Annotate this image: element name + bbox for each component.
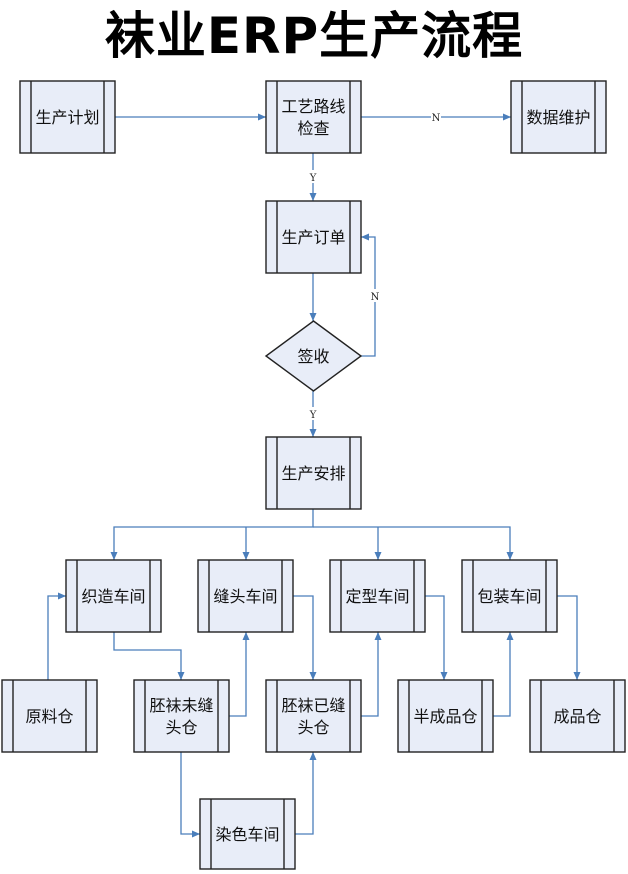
arrowhead-icon bbox=[309, 752, 317, 760]
arrowhead-icon bbox=[506, 552, 514, 560]
node-sew: 缝头车间 bbox=[197, 559, 294, 633]
node-label-raw: 原料仓 bbox=[25, 707, 73, 726]
node-finished: 成品仓 bbox=[529, 679, 626, 753]
edge-pack-finished bbox=[557, 595, 581, 680]
node-order: 生产订单 bbox=[265, 200, 362, 274]
node-label-unsewn: 头仓 bbox=[165, 718, 197, 737]
node-label-sew: 缝头车间 bbox=[213, 587, 277, 606]
node-sign: 签收 bbox=[264, 320, 363, 392]
node-label-sewn: 头仓 bbox=[297, 718, 329, 737]
arrowhead-icon bbox=[242, 632, 250, 640]
edge-route-maint: N bbox=[361, 110, 511, 124]
edge-label-sign-to-arrange: Y bbox=[309, 410, 317, 421]
node-label-pack: 包装车间 bbox=[477, 587, 541, 606]
diagram-title: 袜业ERP生产流程 bbox=[104, 7, 524, 65]
arrowhead-icon bbox=[258, 113, 266, 121]
arrowhead-icon bbox=[242, 552, 250, 560]
node-shape: 定型车间 bbox=[329, 559, 426, 633]
node-label-unsewn: 胚袜未缝 bbox=[149, 696, 213, 715]
edge-weave-unsewn bbox=[113, 632, 185, 680]
edge-label-sign-to-order: N bbox=[371, 292, 380, 303]
arrowhead-icon bbox=[503, 113, 511, 121]
edge-unsewn-sew bbox=[229, 632, 250, 717]
edges-layer: N Y N Y bbox=[47, 110, 581, 838]
arrowhead-icon bbox=[374, 552, 382, 560]
edge-route-order: Y bbox=[308, 153, 318, 201]
edge-sew-sewn bbox=[293, 595, 317, 680]
arrowhead-icon bbox=[309, 193, 317, 201]
node-label-finished: 成品仓 bbox=[553, 707, 601, 726]
node-weave: 织造车间 bbox=[65, 559, 162, 633]
edge-label-route-to-maint: N bbox=[432, 113, 441, 124]
edge-unsewn-dye bbox=[180, 752, 200, 838]
node-label-maint: 数据维护 bbox=[526, 108, 590, 127]
edge-sign-order: N bbox=[361, 233, 380, 357]
node-label-plan: 生产计划 bbox=[35, 108, 99, 127]
arrowhead-icon bbox=[309, 429, 317, 437]
arrowhead-icon bbox=[374, 632, 382, 640]
arrowhead-icon bbox=[110, 552, 118, 560]
node-label-shape: 定型车间 bbox=[345, 587, 409, 606]
edge-arr-sew bbox=[242, 527, 250, 560]
edge-arr-weave bbox=[110, 509, 314, 560]
node-semi: 半成品仓 bbox=[397, 679, 494, 753]
node-arrange: 生产安排 bbox=[265, 436, 362, 510]
node-label-dye: 染色车间 bbox=[215, 825, 279, 844]
arrowhead-icon bbox=[309, 672, 317, 680]
edge-label-route-to-order: Y bbox=[309, 173, 317, 184]
arrowhead-icon bbox=[506, 632, 514, 640]
arrowhead-icon bbox=[361, 233, 369, 241]
edge-order-sign bbox=[309, 273, 317, 321]
node-label-sewn: 胚袜已缝 bbox=[281, 696, 345, 715]
edge-plan-route bbox=[115, 113, 266, 121]
edge-semi-pack bbox=[493, 632, 514, 717]
arrowhead-icon bbox=[58, 592, 66, 600]
arrowhead-icon bbox=[440, 672, 448, 680]
edge-sewn-shape bbox=[361, 632, 382, 717]
edge-arr-pack bbox=[313, 526, 514, 560]
node-maint: 数据维护 bbox=[510, 80, 607, 154]
node-plan: 生产计划 bbox=[19, 80, 116, 154]
edge-sign-arrange: Y bbox=[308, 391, 318, 437]
edge-shape-semi bbox=[425, 595, 448, 680]
node-label-semi: 半成品仓 bbox=[413, 707, 477, 726]
arrowhead-icon bbox=[192, 830, 200, 838]
node-dye: 染色车间 bbox=[199, 798, 296, 870]
node-label-route: 检查 bbox=[297, 119, 329, 138]
arrowhead-icon bbox=[309, 313, 317, 321]
edge-arr-shape bbox=[374, 527, 382, 560]
node-label-weave: 织造车间 bbox=[81, 587, 145, 606]
node-label-arrange: 生产安排 bbox=[281, 464, 345, 483]
node-label-route: 工艺路线 bbox=[281, 97, 345, 116]
edge-dye-sewn bbox=[295, 752, 317, 835]
node-pack: 包装车间 bbox=[461, 559, 558, 633]
arrowhead-icon bbox=[177, 672, 185, 680]
arrowhead-icon bbox=[573, 672, 581, 680]
node-raw: 原料仓 bbox=[1, 679, 98, 753]
node-label-order: 生产订单 bbox=[281, 228, 345, 247]
edge-raw-weave bbox=[47, 592, 66, 680]
node-label-sign: 签收 bbox=[297, 347, 329, 366]
